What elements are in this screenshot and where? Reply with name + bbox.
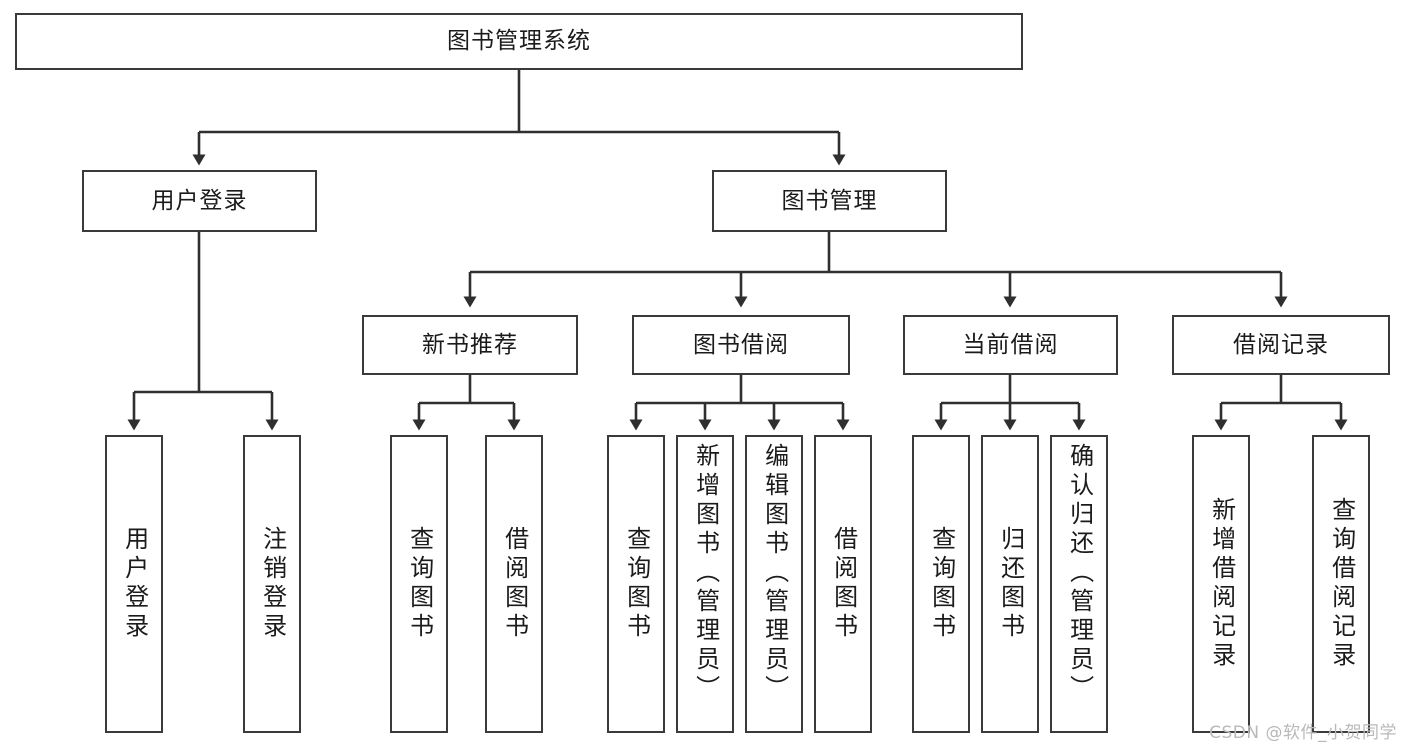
leaf-query-book-2-label: 查询图书: [622, 526, 651, 642]
node-root[interactable]: 图书管理系统: [15, 13, 1023, 70]
node-borrow-record[interactable]: 借阅记录: [1172, 315, 1390, 375]
node-new-book-rec[interactable]: 新书推荐: [362, 315, 578, 375]
leaf-query-book-1-label: 查询图书: [405, 526, 434, 642]
leaf-add-book[interactable]: 新增图书（管理员）: [676, 435, 734, 733]
leaf-return-book[interactable]: 归还图书: [981, 435, 1039, 733]
node-user-login[interactable]: 用户登录: [82, 170, 317, 232]
node-book-manage[interactable]: 图书管理: [712, 170, 947, 232]
leaf-user-login[interactable]: 用户登录: [105, 435, 163, 733]
leaf-query-record[interactable]: 查询借阅记录: [1312, 435, 1370, 733]
node-current-borrow-label: 当前借阅: [962, 331, 1059, 358]
leaf-edit-book-label: 编辑图书（管理员）: [760, 443, 789, 704]
leaf-query-book-1[interactable]: 查询图书: [390, 435, 448, 733]
leaf-return-book-label: 归还图书: [996, 526, 1025, 642]
leaf-borrow-book-1-label: 借阅图书: [500, 526, 529, 642]
leaf-query-record-label: 查询借阅记录: [1327, 497, 1356, 671]
leaf-logout-login[interactable]: 注销登录: [243, 435, 301, 733]
leaf-query-book-3[interactable]: 查询图书: [912, 435, 970, 733]
node-borrow-record-label: 借阅记录: [1233, 331, 1329, 358]
node-current-borrow[interactable]: 当前借阅: [903, 315, 1118, 375]
leaf-query-book-3-label: 查询图书: [927, 526, 956, 642]
node-new-book-rec-label: 新书推荐: [422, 331, 518, 358]
leaf-logout-login-label: 注销登录: [258, 526, 287, 642]
leaf-borrow-book-2-label: 借阅图书: [829, 526, 858, 642]
leaf-confirm-return[interactable]: 确认归还（管理员）: [1050, 435, 1108, 733]
leaf-confirm-return-label: 确认归还（管理员）: [1065, 443, 1094, 704]
node-book-borrow[interactable]: 图书借阅: [632, 315, 850, 375]
leaf-add-record-label: 新增借阅记录: [1207, 497, 1236, 671]
leaf-edit-book[interactable]: 编辑图书（管理员）: [745, 435, 803, 733]
leaf-borrow-book-1[interactable]: 借阅图书: [485, 435, 543, 733]
leaf-borrow-book-2[interactable]: 借阅图书: [814, 435, 872, 733]
leaf-user-login-label: 用户登录: [120, 526, 149, 642]
leaf-add-book-label: 新增图书（管理员）: [691, 443, 720, 704]
node-user-login-label: 用户登录: [151, 187, 248, 214]
node-book-borrow-label: 图书借阅: [693, 331, 789, 358]
node-root-label: 图书管理系统: [447, 28, 591, 55]
leaf-add-record[interactable]: 新增借阅记录: [1192, 435, 1250, 733]
node-book-manage-label: 图书管理: [781, 187, 878, 214]
leaf-query-book-2[interactable]: 查询图书: [607, 435, 665, 733]
